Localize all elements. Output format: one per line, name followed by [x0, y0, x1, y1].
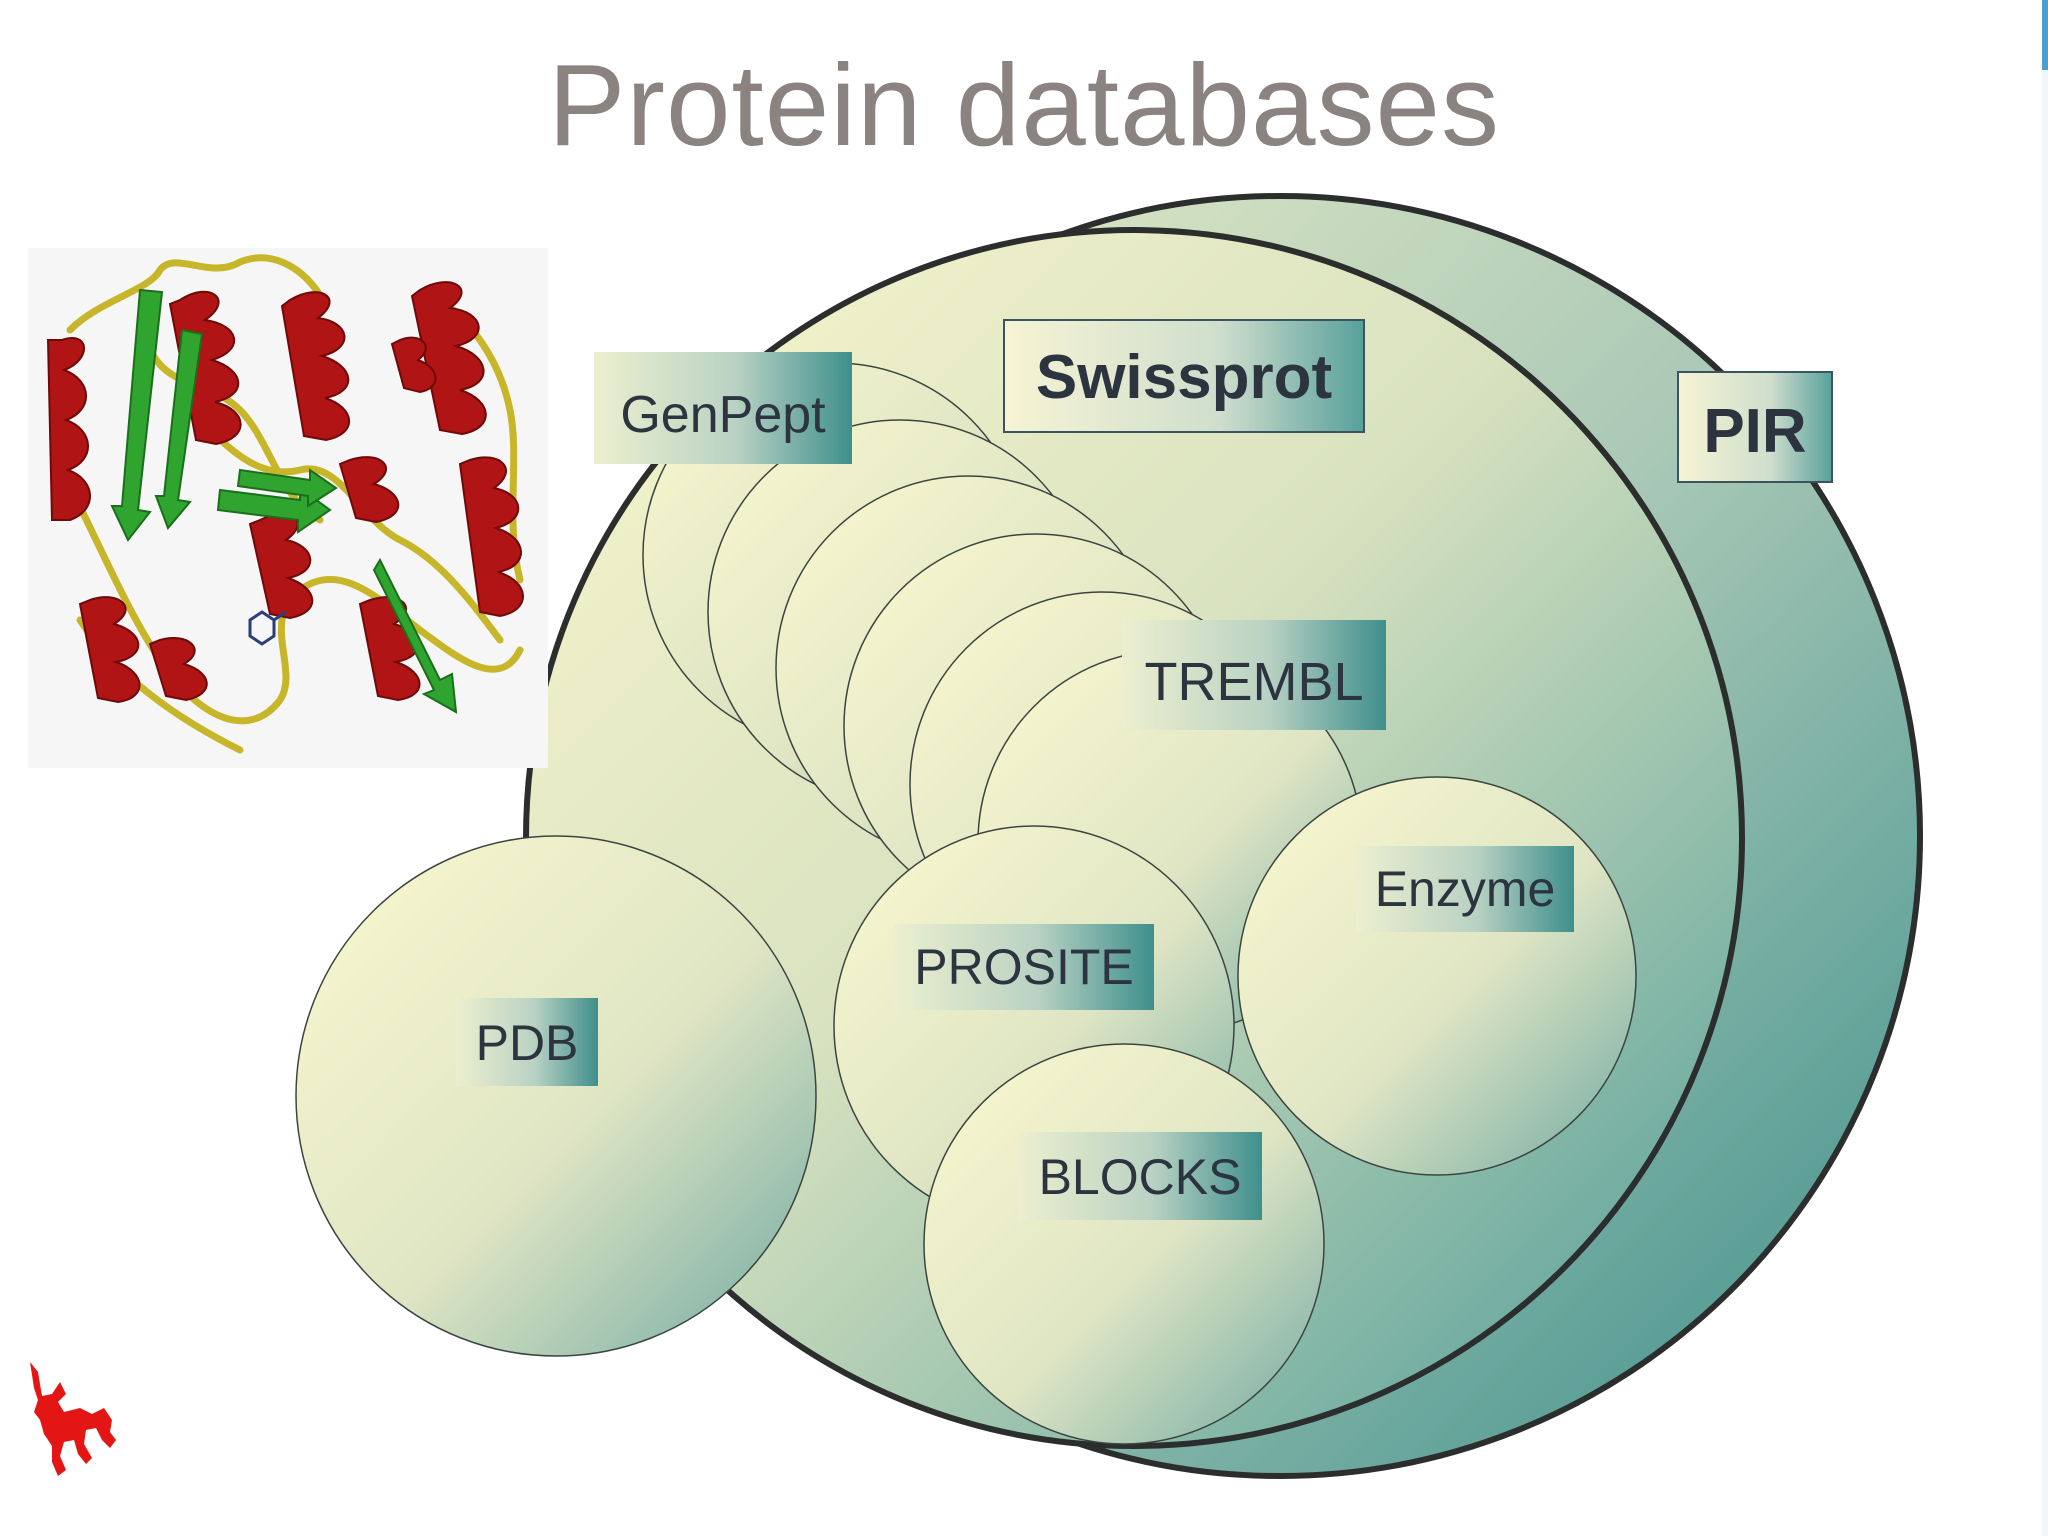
- pir-label: PIR: [1677, 371, 1833, 483]
- genpept-label-text: GenPept: [620, 386, 826, 444]
- blocks-circle: [923, 1043, 1325, 1445]
- genpept-label: GenPept: [594, 352, 852, 464]
- slide-title: Protein databases: [547, 40, 1501, 170]
- pdb-circle: [295, 835, 817, 1357]
- blocks-label: BLOCKS: [1018, 1132, 1262, 1220]
- protein-ribbon-structure-icon: [28, 248, 548, 768]
- pdb-label-text: PDB: [476, 1015, 579, 1071]
- trembl-label: TREMBL: [1122, 620, 1386, 730]
- slide-edge-bar: [2042, 0, 2048, 1536]
- prosite-label: PROSITE: [894, 924, 1154, 1010]
- enzyme-label-text: Enzyme: [1375, 861, 1556, 917]
- swissprot-label-text: Swissprot: [1036, 343, 1332, 412]
- pdb-label: PDB: [456, 998, 598, 1086]
- enzyme-circle: [1237, 776, 1637, 1176]
- slide-edge-marker: [2042, 0, 2048, 70]
- enzyme-label: Enzyme: [1356, 846, 1574, 932]
- prosite-label-text: PROSITE: [914, 939, 1133, 995]
- trembl-label-text: TREMBL: [1144, 652, 1363, 712]
- pir-label-text: PIR: [1703, 397, 1806, 466]
- swissprot-label: Swissprot: [1003, 319, 1365, 433]
- red-horse-rider-logo-icon: [30, 1362, 116, 1476]
- blocks-label-text: BLOCKS: [1039, 1149, 1242, 1205]
